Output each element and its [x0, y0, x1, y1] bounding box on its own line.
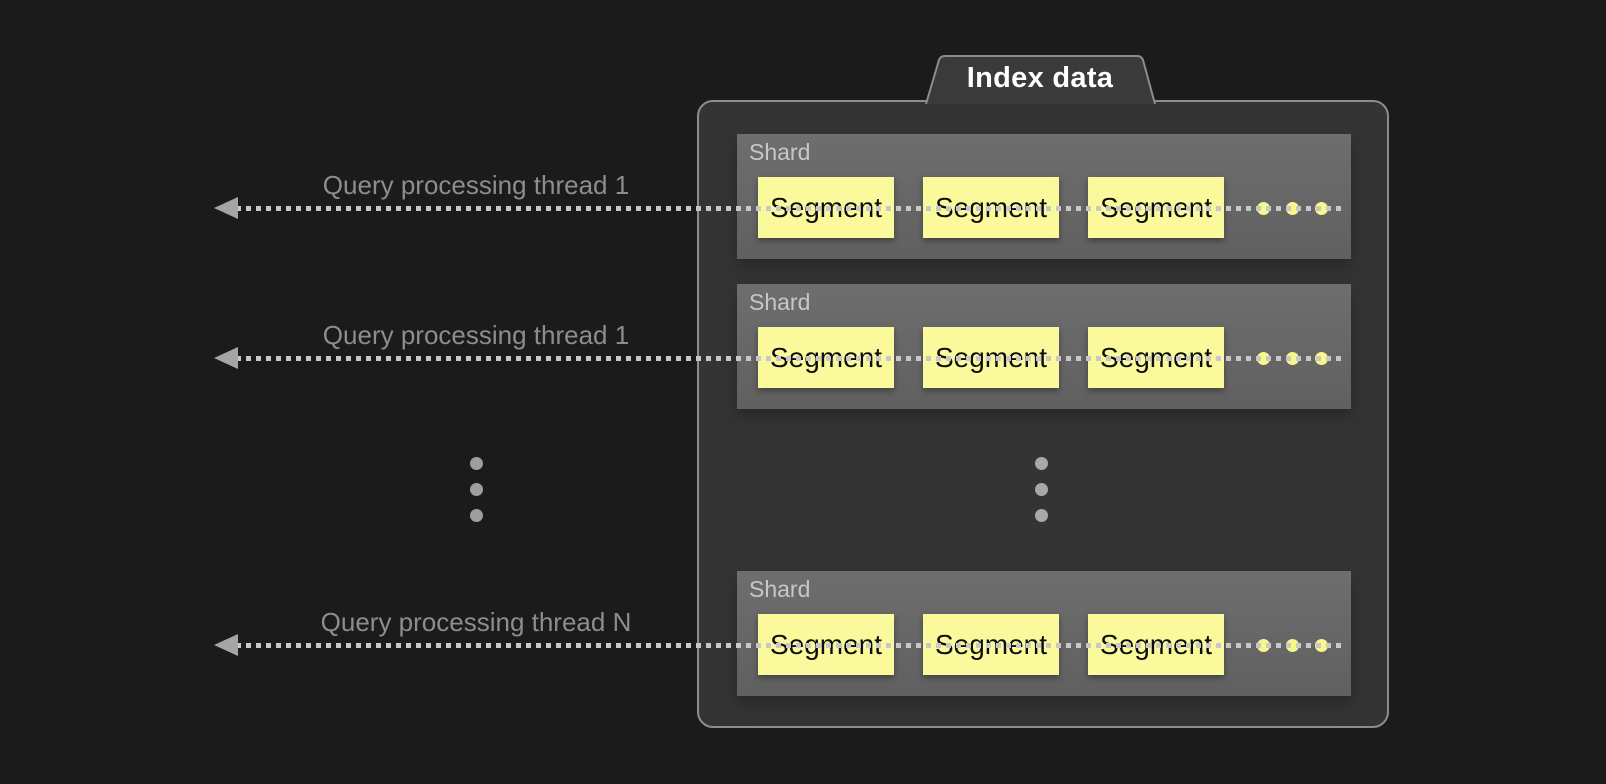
arrow-left-icon-2 [214, 347, 238, 369]
shard-label: Shard [749, 139, 811, 165]
dotted-connector-line-2 [236, 356, 1343, 361]
shard-box-1: Shard Segment Segment Segment [737, 134, 1351, 259]
shard-label: Shard [749, 576, 811, 602]
shard-box-2: Shard Segment Segment Segment [737, 284, 1351, 409]
shard-box-3: Shard Segment Segment Segment [737, 571, 1351, 696]
index-data-title: Index data [966, 62, 1114, 94]
vertical-ellipsis-threads-dot [470, 509, 483, 522]
arrow-left-icon-1 [214, 197, 238, 219]
index-data-tab-shape [925, 55, 1156, 104]
dotted-connector-line-1 [236, 206, 1343, 211]
vertical-ellipsis-shards-dot [1035, 483, 1048, 496]
thread-label-n: Query processing thread N [320, 607, 632, 637]
vertical-ellipsis-shards-dot [1035, 457, 1048, 470]
thread-label-1: Query processing thread 1 [322, 170, 630, 200]
index-data-tab: Index data [920, 54, 1160, 104]
vertical-ellipsis-threads-dot [470, 483, 483, 496]
vertical-ellipsis-shards-dot [1035, 509, 1048, 522]
shard-label: Shard [749, 289, 811, 315]
vertical-ellipsis-threads-dot [470, 457, 483, 470]
arrow-left-icon-3 [214, 634, 238, 656]
thread-label-2: Query processing thread 1 [322, 320, 630, 350]
dotted-connector-line-3 [236, 643, 1343, 648]
